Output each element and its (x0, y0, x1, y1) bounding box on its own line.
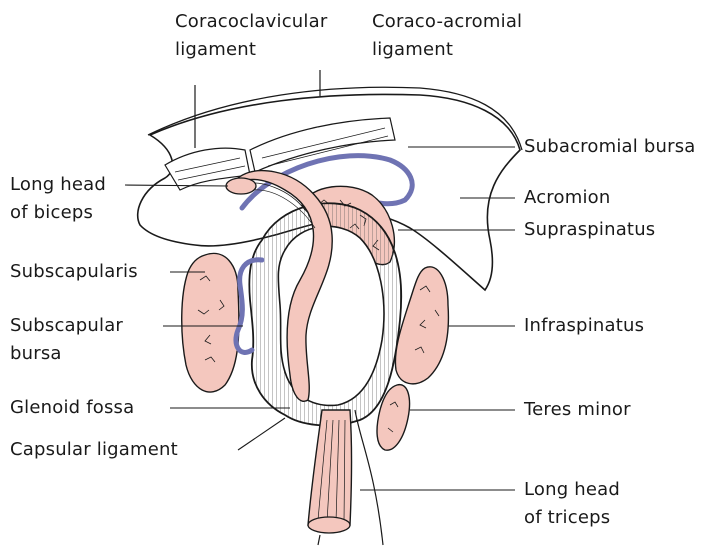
long-head-biceps-label-line2: of biceps (10, 201, 93, 225)
subscapular-bursa-label-line1: Subscapular (10, 314, 123, 338)
subacromial-bursa-label: Subacromial bursa (524, 135, 696, 159)
subscapularis-muscle (182, 253, 239, 392)
long-head-biceps-label-line1: Long head (10, 173, 106, 197)
coracoclavicular-label-line2: ligament (175, 38, 256, 62)
long-head-triceps-label-line2: of triceps (524, 506, 610, 530)
glenoid-fossa-label: Glenoid fossa (10, 396, 134, 420)
supraspinatus-label: Supraspinatus (524, 218, 655, 242)
long-head-triceps-label-line1: Long head (524, 478, 620, 502)
infraspinatus-label: Infraspinatus (524, 314, 644, 338)
capsular-ligament-label: Capsular ligament (10, 438, 178, 462)
acromion-label: Acromion (524, 186, 610, 210)
subscapular-bursa-label-line2: bursa (10, 342, 62, 366)
coracoacromial-label-line2: ligament (372, 38, 453, 62)
teres-minor-label: Teres minor (524, 398, 631, 422)
biceps-tendon-end (226, 178, 256, 194)
coracoclavicular-label-line1: Coracoclavicular (175, 10, 327, 34)
subscapularis-label: Subscapularis (10, 260, 138, 284)
infraspinatus-muscle (395, 267, 448, 384)
coracoacromial-label-line1: Coraco-acromial (372, 10, 522, 34)
triceps-tendon-end (308, 517, 350, 533)
